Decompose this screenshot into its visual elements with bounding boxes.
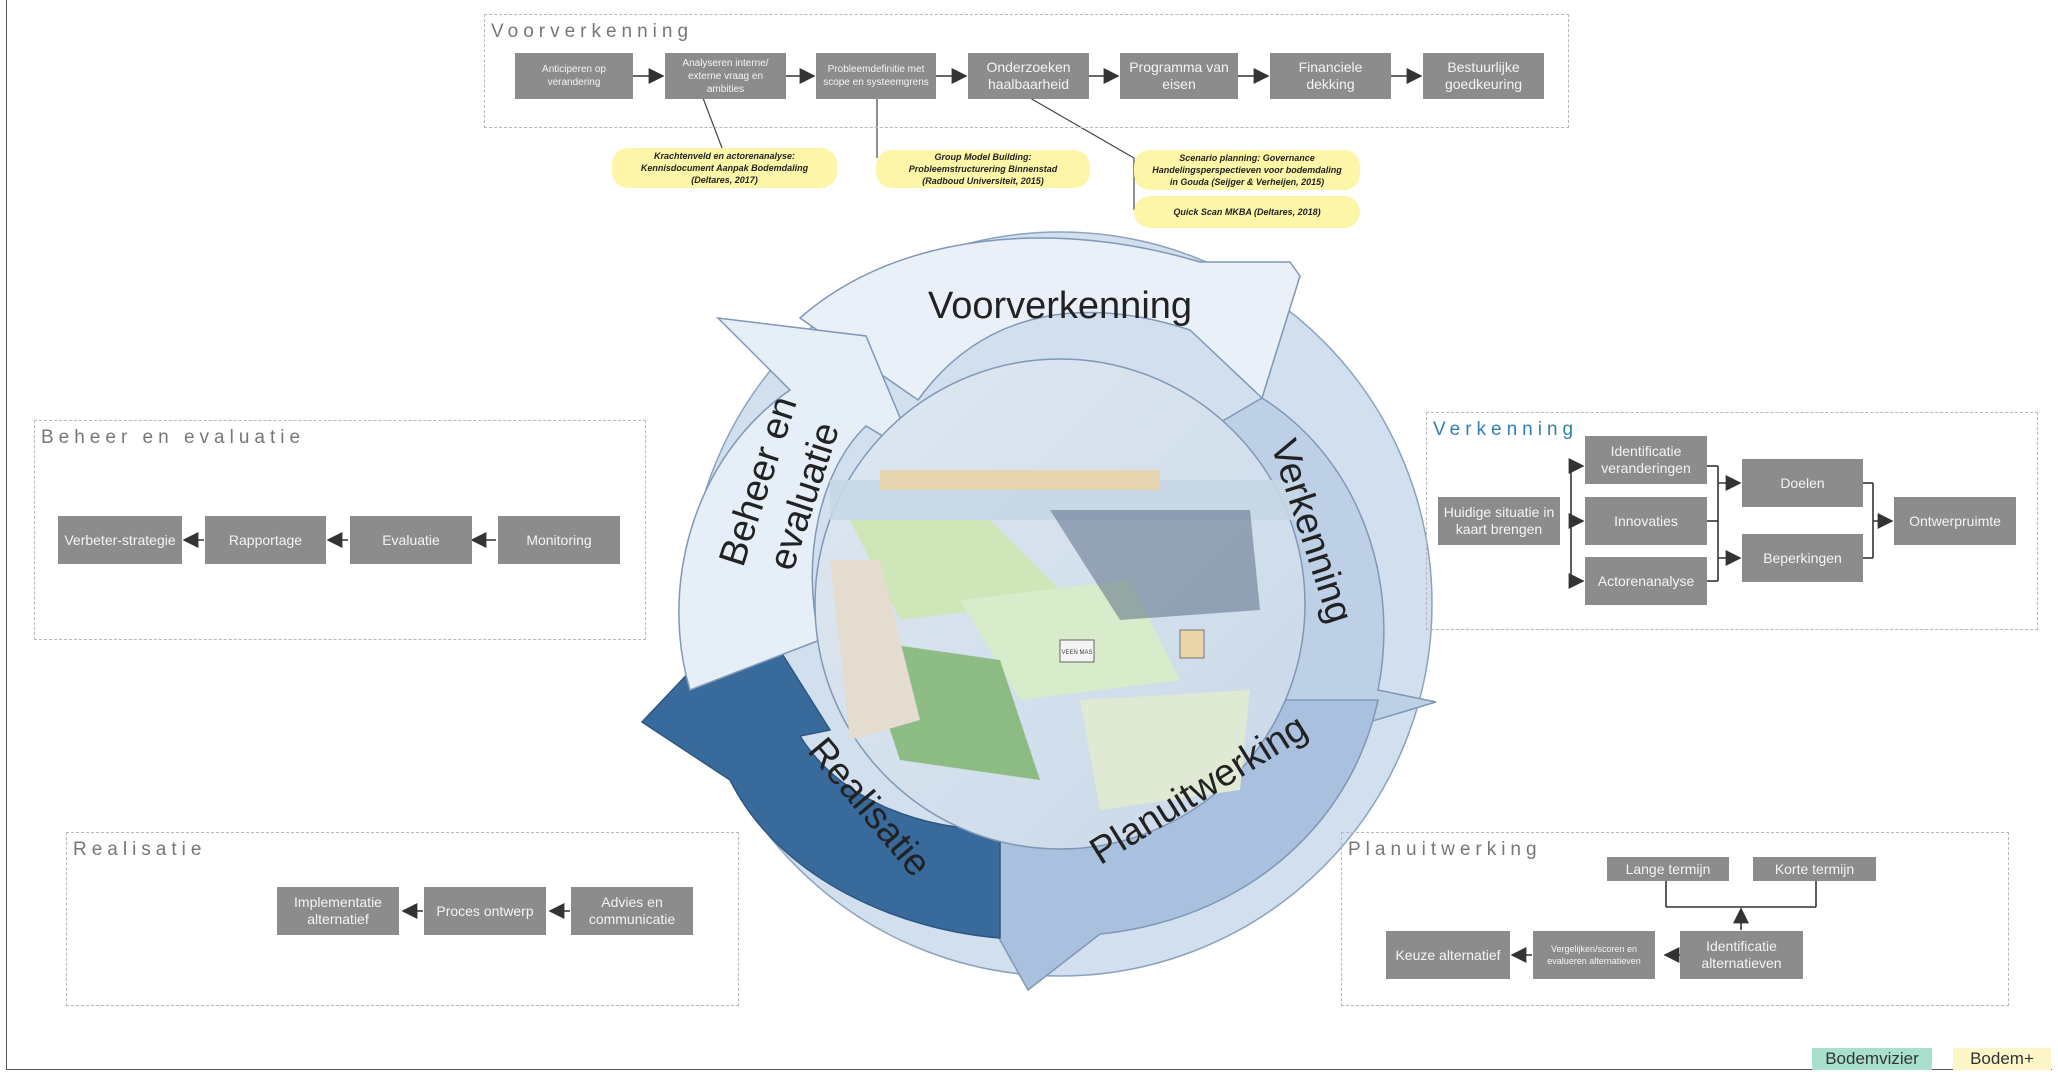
- note-quick-scan: Quick Scan MKBA (Deltares, 2018): [1134, 196, 1360, 228]
- panel-title-planuitwerking: Planuitwerking: [1348, 839, 1542, 860]
- arrow-voorverkenning: [798, 237, 1301, 402]
- panel-realisatie: Realisatie: [66, 832, 739, 1006]
- step-onderzoeken: Onderzoeken haalbaarheid: [968, 53, 1089, 99]
- step-implementatie: Implementatie alternatief: [277, 887, 399, 935]
- step-verbeterstrategie: Verbeter-strategie: [58, 516, 182, 564]
- arrow-realisatie: [640, 604, 1001, 939]
- step-rapportage: Rapportage: [205, 516, 326, 564]
- panel-verkenning: Verkenning: [1426, 412, 2038, 630]
- step-ontwerpruimte: Ontwerpruimte: [1894, 497, 2016, 545]
- step-korte-termijn: Korte termijn: [1753, 857, 1876, 881]
- page-frame: [6, 0, 2052, 1070]
- panel-planuitwerking: Planuitwerking: [1341, 832, 2009, 1006]
- panel-title-beheer: Beheer en evaluatie: [41, 427, 306, 448]
- step-identificatie-veranderingen: Identificatie veranderingen: [1585, 436, 1707, 484]
- note-group-model: Group Model Building: Probleemstructurer…: [876, 150, 1090, 188]
- step-evaluatie: Evaluatie: [350, 516, 472, 564]
- step-probleemdefinitie: Probleemdefinitie met scope en systeemgr…: [816, 53, 936, 99]
- step-monitoring: Monitoring: [498, 516, 620, 564]
- arrow-beheer: [678, 316, 918, 691]
- step-analyseren: Analyseren interne/ externe vraag en amb…: [665, 53, 786, 99]
- panel-title-verkenning: Verkenning: [1433, 419, 1579, 440]
- step-innovaties: Innovaties: [1585, 497, 1707, 545]
- landscape-details: VEEN MAS: [830, 470, 1300, 810]
- step-financiele: Financiele dekking: [1270, 53, 1391, 99]
- step-programma: Programma van eisen: [1120, 53, 1238, 99]
- step-vergelijken: Vergelijken/scoren en evalueren alternat…: [1533, 931, 1655, 979]
- step-bestuurlijke: Bestuurlijke goedkeuring: [1423, 53, 1544, 99]
- sign-text: VEEN MAS: [1061, 650, 1092, 656]
- step-huidige-situatie: Huidige situatie in kaart brengen: [1438, 497, 1560, 545]
- legend-bodemplus: Bodem+: [1953, 1048, 2051, 1070]
- panel-beheer: Beheer en evaluatie: [34, 420, 646, 640]
- step-actorenanalyse: Actorenanalyse: [1585, 557, 1707, 605]
- cycle-label-voorverkenning: Voorverkenning: [928, 285, 1192, 327]
- step-identificatie-alternatieven: Identificatie alternatieven: [1680, 931, 1803, 979]
- note-krachtenveld: Krachtenveld en actorenanalyse: Kennisdo…: [612, 148, 837, 188]
- step-doelen: Doelen: [1742, 459, 1863, 507]
- step-beperkingen: Beperkingen: [1742, 534, 1863, 582]
- step-advies: Advies en communicatie: [571, 887, 693, 935]
- step-keuze-alternatief: Keuze alternatief: [1386, 931, 1510, 979]
- step-anticiperen: Anticiperen op verandering: [515, 53, 633, 99]
- panel-title-realisatie: Realisatie: [73, 839, 207, 860]
- panel-title-voorverkenning: Voorverkenning: [491, 21, 694, 42]
- step-proces-ontwerp: Proces ontwerp: [424, 887, 546, 935]
- step-lange-termijn: Lange termijn: [1607, 857, 1729, 881]
- legend-bodemvizier: Bodemvizier: [1812, 1048, 1932, 1070]
- note-scenario-planning: Scenario planning: Governance Handelings…: [1134, 150, 1360, 190]
- panel-voorverkenning: Voorverkenning: [484, 14, 1569, 128]
